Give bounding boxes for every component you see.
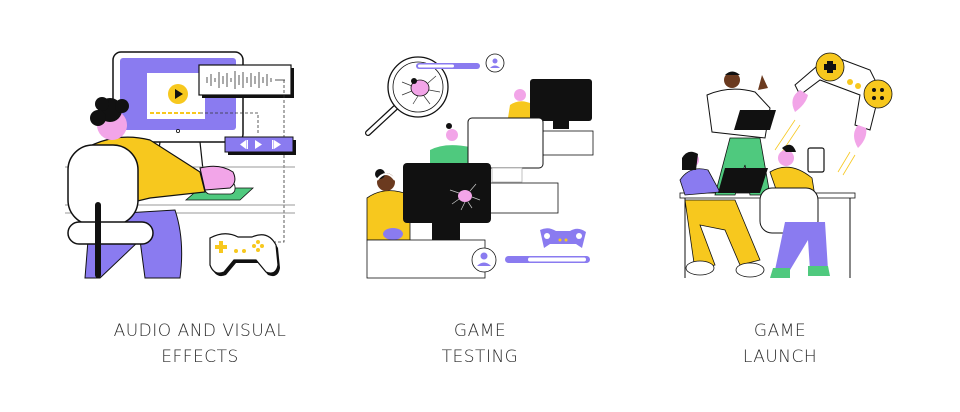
bug-icon (401, 75, 441, 105)
caption-game-testing: GAME TESTING (320, 318, 640, 370)
gamepad-purple-icon (540, 228, 586, 248)
chair-seat (67, 221, 154, 245)
laptop-woman (718, 168, 768, 193)
gamepad-icon (209, 233, 279, 274)
panel-game-launch: GAME LAUNCH (620, 0, 940, 412)
bug-on-screen-icon (449, 183, 481, 211)
game-launch-illustration (679, 52, 893, 278)
caption-line-2: TESTING (441, 347, 519, 367)
caption-line-2: EFFECTS (161, 347, 239, 367)
monitor-top (530, 79, 592, 121)
panel-game-testing: GAME TESTING (320, 0, 640, 412)
tablet (807, 147, 825, 173)
game-testing-illustration (365, 53, 594, 279)
caption-line-2: LAUNCH (742, 347, 818, 367)
monitor-middle (467, 117, 544, 169)
user-avatar-bottom-icon (471, 247, 497, 273)
caption-line-1: GAME (453, 321, 507, 341)
chair-back (67, 144, 139, 226)
caption-game-launch: GAME LAUNCH (620, 318, 940, 370)
panel-audio-visual-effects: AUDIO AND VISUAL EFFECTS (20, 0, 340, 412)
rocket-gamepad-icon (774, 52, 893, 176)
caption-audio-visual-effects: AUDIO AND VISUAL EFFECTS (40, 318, 360, 370)
caption-line-1: GAME (753, 321, 807, 341)
laptop-standing (734, 110, 776, 130)
audio-visual-illustration (65, 51, 296, 279)
monitor-front (403, 163, 491, 223)
caption-line-1: AUDIO AND VISUAL (113, 321, 287, 341)
